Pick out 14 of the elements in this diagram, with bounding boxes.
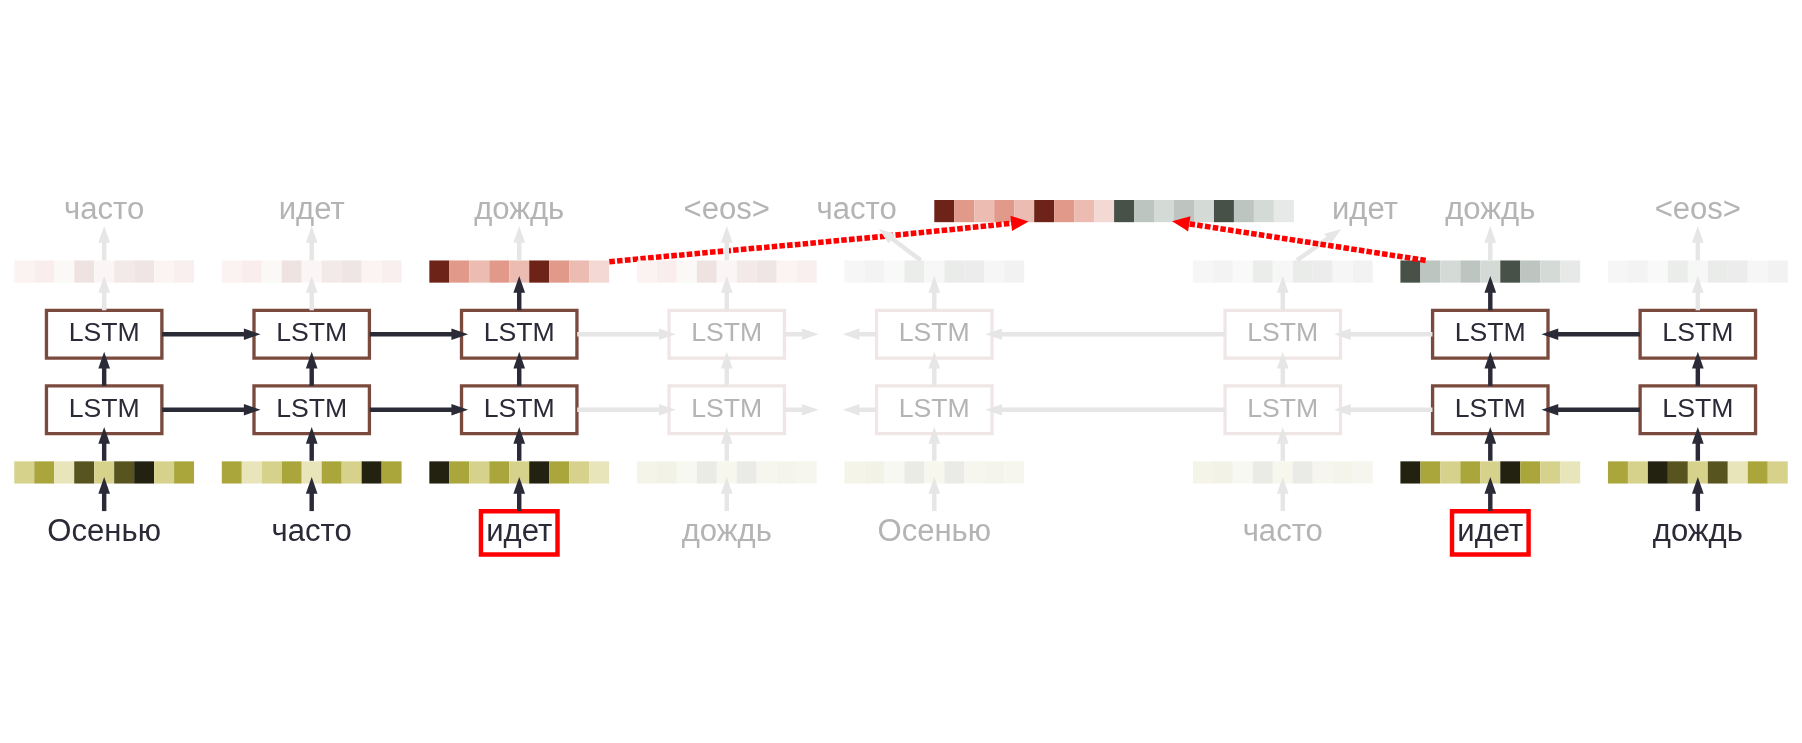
node-text: часто xyxy=(1242,512,1323,548)
node-text: дождь xyxy=(1445,190,1536,226)
node-text: дождь xyxy=(681,512,772,548)
node-text: дождь xyxy=(474,190,565,226)
node-text: идет xyxy=(1331,190,1398,226)
node-text: Осенью xyxy=(877,512,992,548)
node-text: дождь xyxy=(1652,512,1743,548)
node-text: идет xyxy=(278,190,345,226)
node-text: часто xyxy=(816,190,897,226)
node-text: часто xyxy=(64,190,145,226)
node-text: <eos> xyxy=(1654,190,1742,226)
node-text: Осенью xyxy=(47,512,161,548)
node-text: часто xyxy=(271,512,352,548)
node-text: <eos> xyxy=(683,190,770,226)
